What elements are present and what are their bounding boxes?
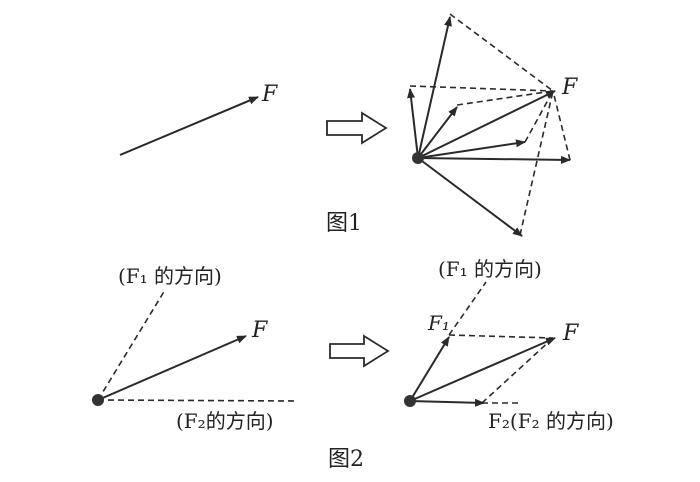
fig2-right-parallel-2 (481, 337, 554, 404)
fig2-right-parallel-1 (448, 334, 554, 339)
fig2-right-f1-vector (409, 336, 450, 402)
fig2-left-force-vector (97, 335, 247, 401)
fig2-left-f2-direction: (F₂的方向) (176, 409, 274, 433)
fig1-dash-1 (449, 13, 554, 92)
fig2-right-f2-label: F₂(F₂ 的方向) (488, 409, 614, 433)
fig1-resultant-force (417, 90, 556, 159)
fig1-transform-arrow (326, 111, 388, 145)
fig1-component-5 (417, 155, 571, 164)
fig1-force-vector (119, 96, 259, 156)
fig2-right-force-label: F (562, 321, 579, 346)
fig2-caption: 图2 (328, 447, 364, 472)
fig2-right-f2-vector (409, 398, 485, 407)
fig1-component-1 (417, 16, 452, 159)
fig1-resultant-label: F (561, 75, 578, 100)
fig1-component-2 (407, 88, 419, 159)
fig2-right-resultant-vector (409, 337, 556, 402)
fig1-dash-2 (409, 85, 554, 92)
fig2-right-f1-direction: (F₁ 的方向) (438, 257, 542, 281)
fig1-component-6 (417, 157, 523, 237)
fig1-dash-5 (552, 90, 571, 161)
fig2-left-force-label: F (251, 318, 268, 343)
fig1-dash-3 (456, 90, 554, 106)
fig2-left-origin-point (92, 394, 104, 406)
fig2-left-f1-direction: (F₁ 的方向) (118, 264, 222, 288)
fig1-caption: 图1 (326, 211, 362, 236)
fig1-dash-6 (519, 90, 554, 236)
fig1-decompositions (407, 13, 571, 237)
fig1-force-label: F (261, 82, 278, 107)
fig2-transform-arrow (329, 334, 390, 368)
fig2-left-f2-direction-line (97, 399, 299, 402)
fig2-right-origin-point (404, 395, 416, 407)
fig2-right-f1-label: F₁ (427, 311, 450, 335)
fig1-component-4 (417, 139, 526, 159)
fig2-left-f1-direction-line (97, 289, 166, 401)
fig1-component-3 (417, 106, 458, 159)
fig2-right-f1-direction-line (448, 281, 487, 336)
fig1-origin-point (412, 152, 424, 164)
